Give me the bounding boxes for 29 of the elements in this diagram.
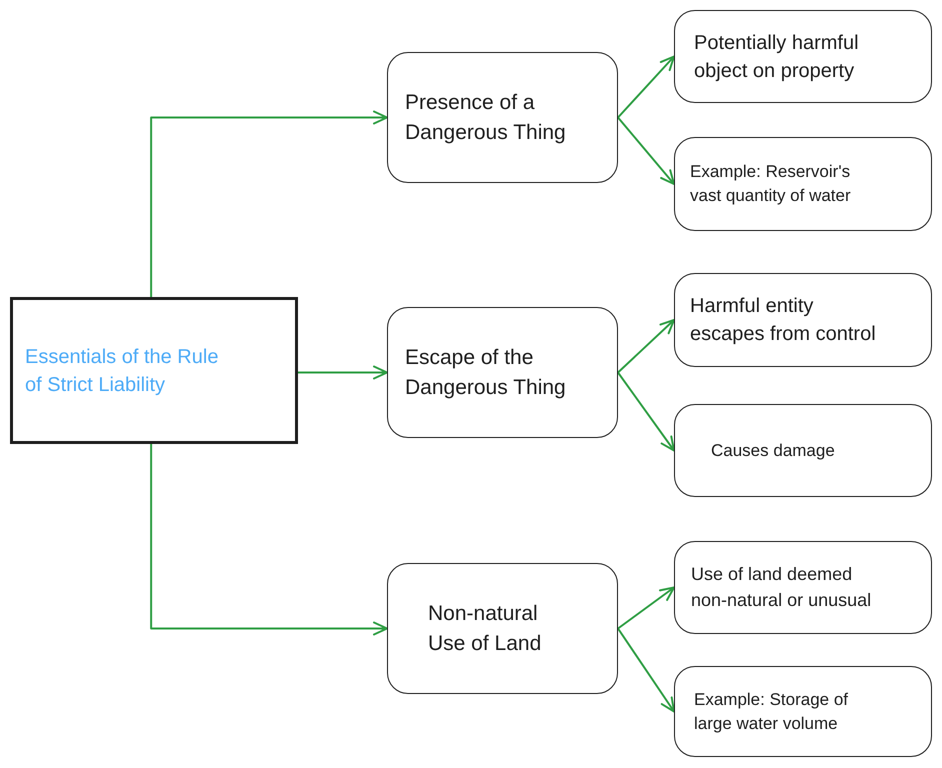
- topic-box: [10, 297, 298, 444]
- rounded-box: [674, 666, 932, 757]
- arrow: [617, 628, 675, 712]
- node-label: Potentially harmful object on property: [694, 30, 860, 84]
- rounded-box: [674, 137, 932, 231]
- rounded-box: [387, 307, 618, 438]
- arrow: [150, 444, 388, 636]
- rounded-box: [674, 273, 932, 367]
- arrow: [617, 586, 675, 630]
- rounded-box: [674, 404, 932, 497]
- node-label: Essentials of the Rule of Strict Liability: [25, 344, 220, 398]
- node-label: Causes damage: [711, 440, 836, 462]
- arrow: [617, 116, 675, 185]
- node-label: Example: Storage of large water volume: [694, 688, 850, 734]
- rounded-box: [674, 10, 932, 103]
- node-label: Harmful entity escapes from control: [690, 294, 877, 347]
- rounded-box: [387, 52, 618, 183]
- arrow: [150, 110, 388, 297]
- arrow: [617, 372, 675, 452]
- node-label: Non-natural Use of Land: [428, 601, 542, 656]
- node-label: Escape of the Dangerous Thing: [405, 345, 567, 400]
- rounded-box: [674, 541, 932, 634]
- node-label: Use of land deemed non-natural or unusual: [691, 563, 872, 612]
- arrow: [298, 366, 388, 380]
- arrow: [617, 319, 675, 374]
- arrow: [617, 56, 675, 118]
- rounded-box: [387, 563, 618, 694]
- node-label: Example: Reservoir's vast quantity of water: [690, 161, 852, 207]
- node-label: Presence of a Dangerous Thing: [405, 90, 567, 146]
